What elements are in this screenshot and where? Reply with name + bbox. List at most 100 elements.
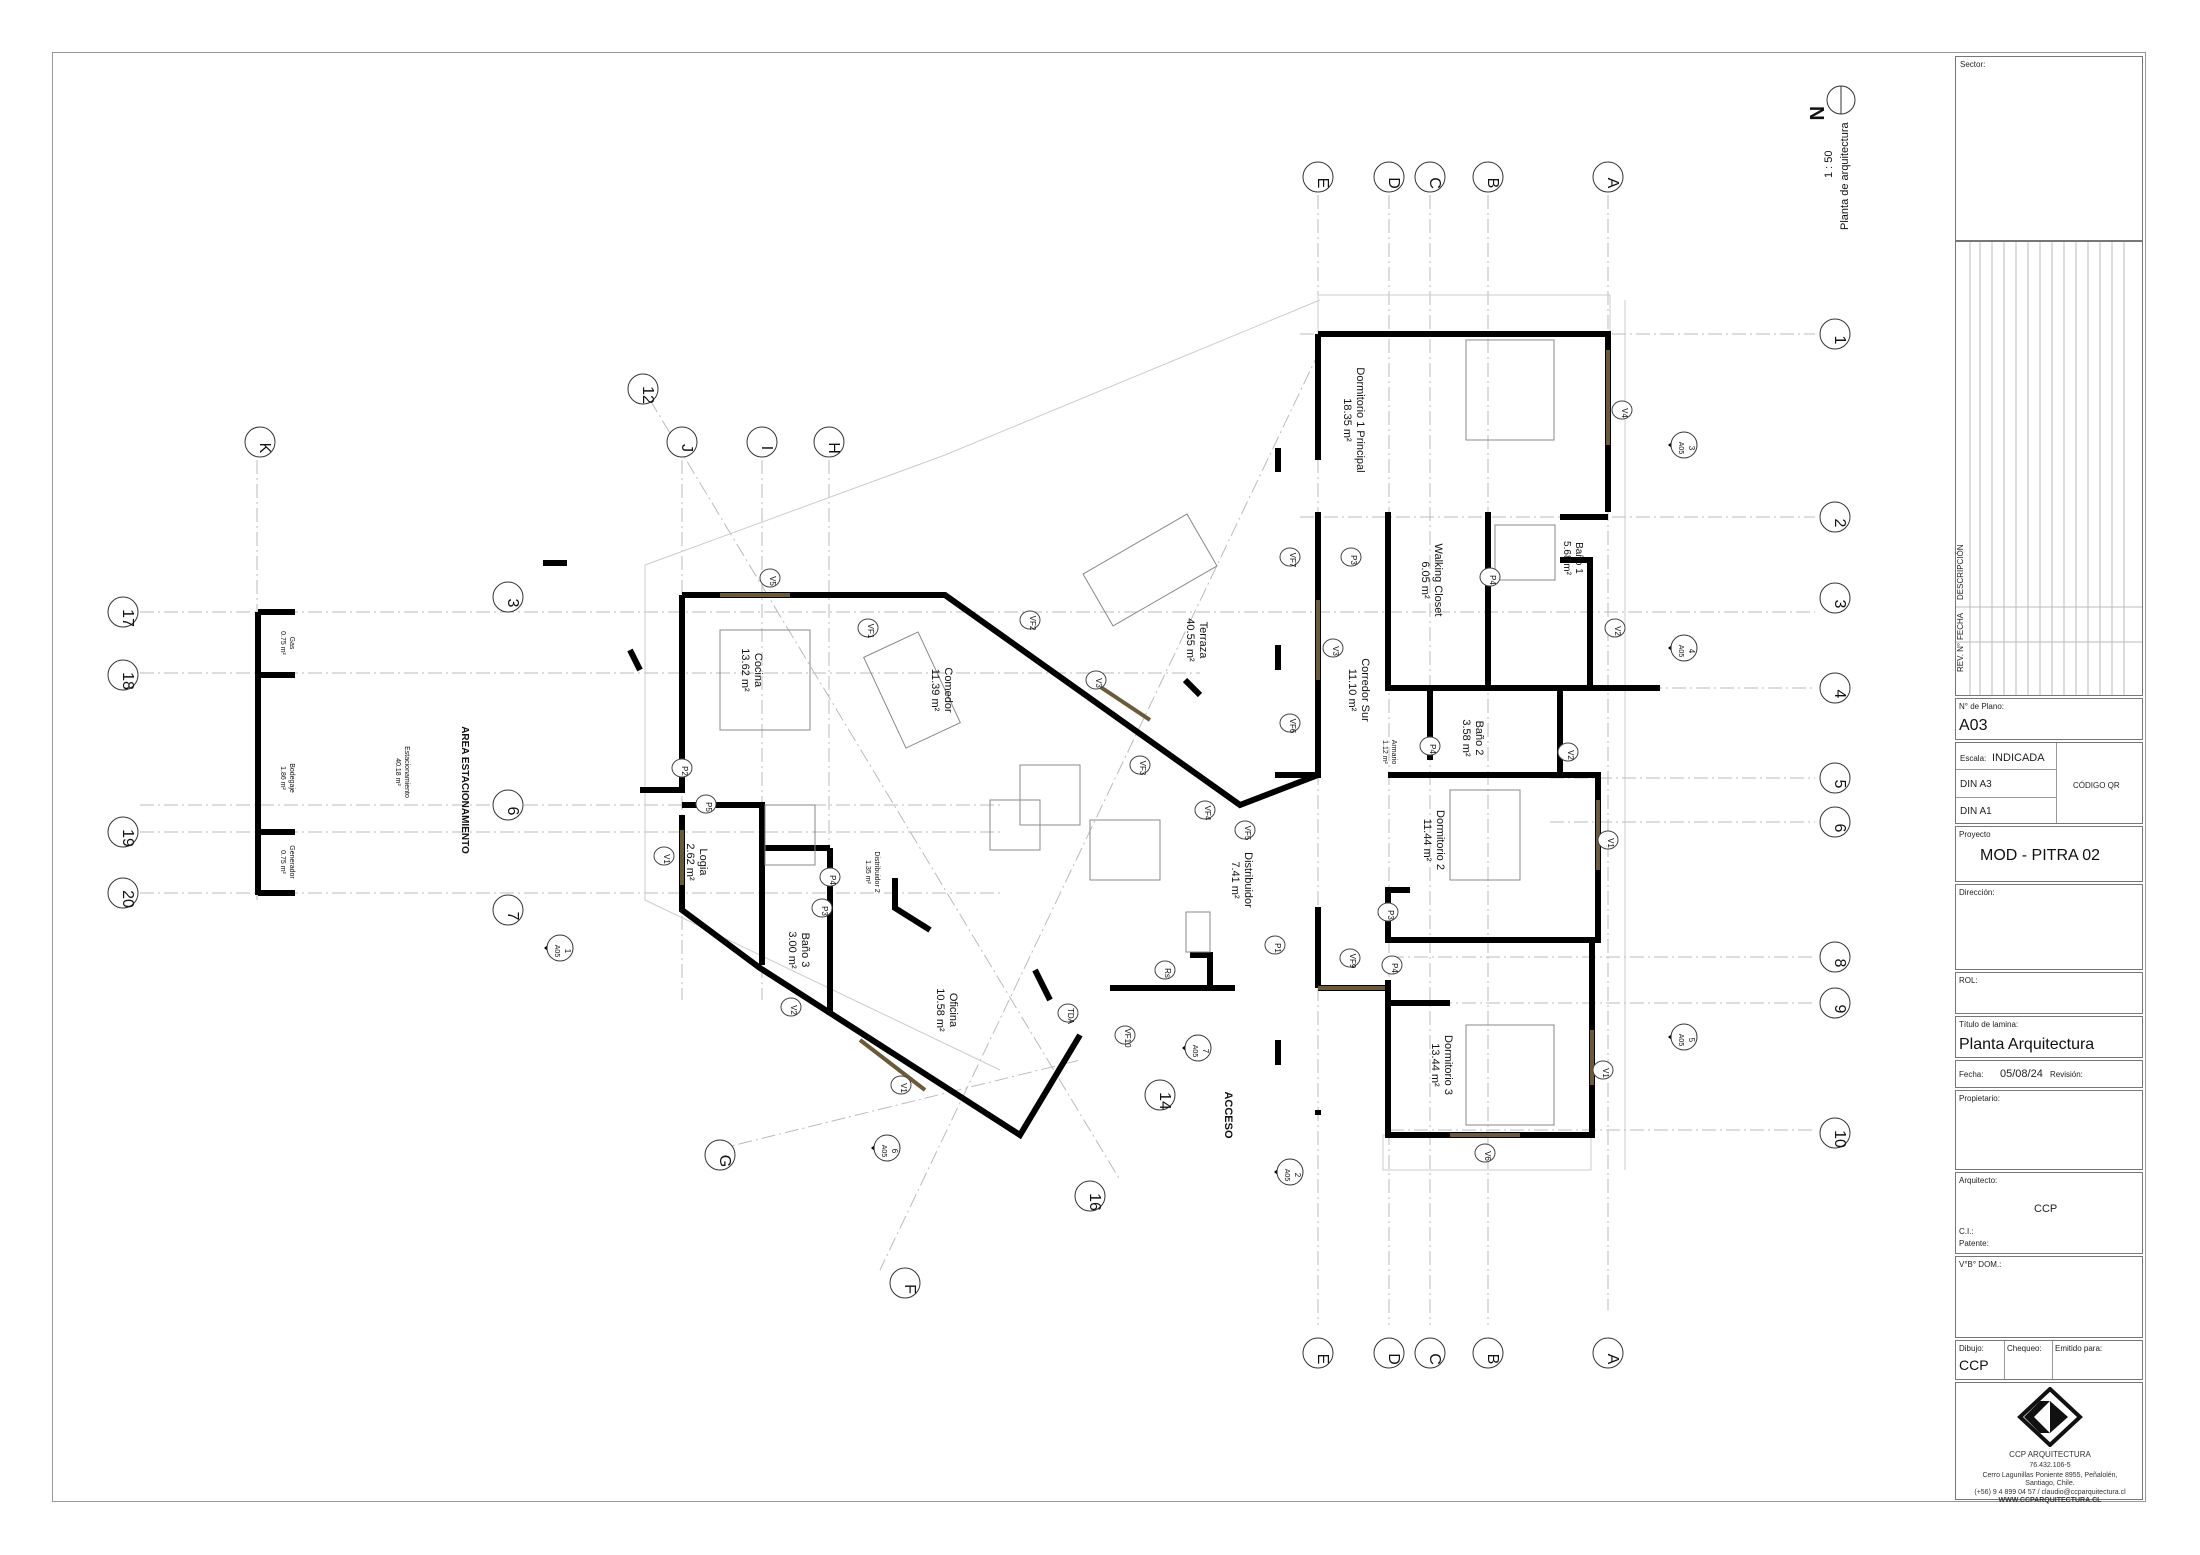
room-name: Baño 3	[799, 933, 811, 968]
plano-label: N° de Plano:	[1959, 702, 2005, 711]
opening-tag-bubble	[1339, 948, 1361, 968]
opening-tag: V3	[1322, 638, 1344, 658]
opening-tag-label: VF10	[1123, 1028, 1132, 1048]
opening-tag-label: V2	[1613, 626, 1622, 636]
opening-tag: P3	[1340, 547, 1362, 567]
opening-tag-label: V1	[1606, 838, 1615, 848]
opening-tag-label: P1	[1273, 943, 1282, 953]
room-name: Armario	[1390, 740, 1397, 765]
opening-tag: VF3	[1129, 755, 1151, 776]
opening-tag: P4	[1381, 955, 1403, 975]
descripcion-header: DESCRIPCIÓN	[1956, 544, 1965, 600]
escala-box: Escala: INDICADA DIN A3 DIN A1 CÓDIGO QR	[1955, 742, 2143, 824]
opening-tag-label: P4	[1488, 575, 1497, 585]
opening-tag-bubble	[1377, 902, 1399, 922]
opening-tag-bubble	[1279, 713, 1301, 733]
grid-label-left-num: 17	[119, 609, 136, 627]
opening-tag-bubble	[1279, 547, 1301, 567]
room-area: 1.12 m²	[1381, 740, 1388, 764]
opening-tag-bubble	[1479, 567, 1501, 587]
grid-label-top: D	[1385, 177, 1402, 189]
arquitecto-value: CCP	[2034, 1203, 2058, 1215]
room-name: Comedor	[942, 667, 954, 713]
grid-label-diagonal: 12	[639, 386, 656, 404]
opening-tag: P5	[695, 794, 717, 814]
escala-value: INDICADA	[1992, 752, 2045, 764]
firm-name: CCP ARQUITECTURA	[2009, 1450, 2091, 1459]
grid-label-mid: 3	[504, 599, 521, 608]
opening-tag-label: V3	[1331, 646, 1340, 656]
opening-tag-bubble	[1264, 935, 1286, 955]
opening-tag-bubble	[1597, 830, 1619, 850]
opening-tag: P2	[671, 758, 693, 778]
opening-tag-label: Rs	[1163, 968, 1172, 978]
opening-tag: TDA	[1057, 1003, 1079, 1025]
opening-tag-label: V6	[1483, 1151, 1492, 1161]
opening-tag-label: V4	[1620, 408, 1629, 418]
room-area: 40.55 m²	[1184, 618, 1196, 662]
sheet-frame	[52, 52, 2146, 1502]
plano-box: N° de Plano: A03	[1955, 698, 2143, 740]
grid-label-right: 8	[1831, 959, 1848, 968]
grid-label-right: 2	[1831, 519, 1848, 528]
dibujo-divider-1	[2004, 1341, 2005, 1379]
fecha-label: Fecha:	[1959, 1070, 1984, 1079]
revision-table: REV. N° FECHA DESCRIPCIÓN	[1955, 241, 2143, 696]
opening-tag-bubble	[1474, 1143, 1496, 1163]
opening-tag-label: VF7	[1288, 553, 1297, 568]
room-area: 7.41 m²	[1229, 861, 1241, 899]
opening-tag-bubble	[1557, 742, 1579, 762]
grid-label-left-num: 18	[119, 672, 136, 690]
opening-tag-bubble	[653, 846, 675, 866]
opening-tag: V5	[759, 568, 781, 588]
dibujo-box: Dibujo: CCP Chequeo: Emitido para:	[1955, 1340, 2143, 1380]
room-area: 40.18 m²	[394, 758, 401, 786]
parking-walls	[258, 560, 567, 896]
vb-label: V°B° DOM.:	[1959, 1260, 2002, 1269]
room-name: Dormitorio 1 Principal	[1354, 367, 1366, 472]
grid-label-left-num: 19	[119, 829, 136, 847]
grid-label-right: 9	[1831, 1005, 1848, 1014]
opening-tag: P4	[1419, 736, 1441, 756]
opening-tag-bubble	[671, 758, 693, 778]
din-a1: DIN A1	[1960, 806, 1992, 817]
room-area: 11.44 m²	[1421, 819, 1433, 862]
section-bubble	[1670, 431, 1698, 459]
dibujo-label: Dibujo:	[1959, 1344, 1984, 1353]
section-number: 5	[1687, 1038, 1696, 1043]
opening-tag-bubble	[811, 898, 833, 918]
north-label: N	[1805, 106, 1827, 120]
opening-tag-bubble	[1381, 955, 1403, 975]
fecha-header: FECHA	[1956, 612, 1965, 640]
room-name: AREA ESTACIONAMIENTO	[459, 726, 470, 854]
opening-tag-bubble	[1340, 547, 1362, 567]
section-sheet: A05	[1677, 442, 1684, 455]
room-name: Cocina	[752, 653, 764, 688]
chequeo-label: Chequeo:	[2007, 1344, 2042, 1353]
opening-tag: V6	[1474, 1143, 1496, 1163]
section-sheet: A05	[1677, 1034, 1684, 1047]
room-name: Corredor Sur	[1359, 658, 1371, 722]
firm-contact: (+56) 9 4 899 04 57 / claudio@ccparquite…	[1974, 1489, 2126, 1496]
grid-label-diagonal: 16	[1086, 1193, 1103, 1211]
opening-tag-label: VF9	[1348, 954, 1357, 969]
room-name: Dormitorio 3	[1442, 1035, 1454, 1095]
patente-label: Patente:	[1959, 1239, 1989, 1248]
room-area: 6.05 m²	[1419, 561, 1431, 599]
room-name: Baño 1	[1573, 542, 1584, 574]
opening-tag-label: P3	[820, 906, 829, 916]
opening-tag-label: P3	[1349, 555, 1358, 565]
section-bubble	[1670, 1023, 1698, 1051]
opening-tag-bubble	[1604, 618, 1626, 638]
section-bubble	[1184, 1034, 1212, 1062]
dibujo-value: CCP	[1959, 1357, 1989, 1373]
arquitecto-box: Arquitecto: CCP C.I.: Patente:	[1955, 1172, 2143, 1254]
section-bubble	[546, 934, 574, 962]
vb-box: V°B° DOM.:	[1955, 1256, 2143, 1338]
arquitecto-label: Arquitecto:	[1959, 1176, 1998, 1185]
section-bubble	[1670, 634, 1698, 662]
room-area: 3.00 m²	[786, 931, 798, 969]
escala-cell	[1956, 743, 2057, 823]
